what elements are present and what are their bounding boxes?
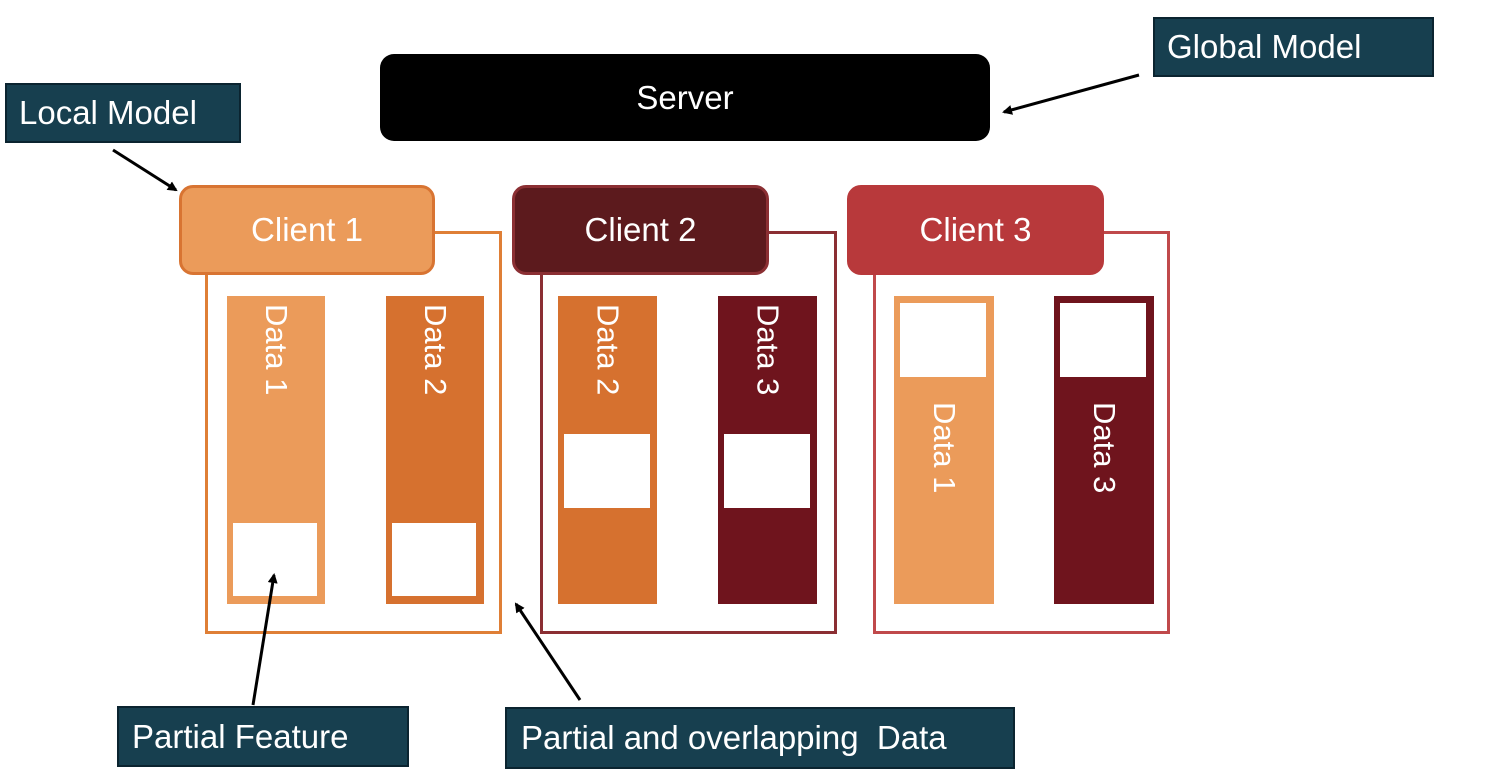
- server-box: Server: [380, 54, 990, 141]
- client-2-missing-feature-1: [564, 434, 650, 508]
- client-1-missing-feature-2: [392, 523, 476, 596]
- client-2-data-column-2: Data 3: [718, 296, 817, 604]
- client-2-title: Client 2: [584, 211, 697, 248]
- partial-feature-text: Partial Feature: [132, 717, 349, 755]
- client-3-title: Client 3: [919, 211, 1032, 248]
- client-3-data-label-1: Data 1: [927, 402, 962, 494]
- client-3-data-column-1: Data 1: [894, 296, 994, 604]
- client-2-title-box: Client 2: [512, 185, 769, 275]
- client-3-data-column-2: Data 3: [1054, 296, 1154, 604]
- client-1-data-label-1: Data 1: [259, 304, 294, 396]
- client-1-data-label-2: Data 2: [418, 304, 453, 396]
- local-model-text: Local Model: [19, 94, 197, 131]
- client-3-data-label-2: Data 3: [1087, 402, 1122, 494]
- client-2-data-label-2: Data 3: [750, 304, 786, 396]
- local-model-label: Local Model: [5, 83, 241, 143]
- partial-overlapping-data-label: Partial and overlapping Data: [505, 707, 1015, 769]
- client-1-title-box: Client 1: [179, 185, 435, 275]
- global-model-arrow: [1002, 73, 1140, 115]
- client-1-data-column-2: Data 2: [386, 296, 484, 604]
- local-model-arrow: [112, 148, 178, 192]
- client-2-missing-feature-2: [724, 434, 810, 508]
- partial-feature-label: Partial Feature: [117, 706, 409, 767]
- client-2-data-label-1: Data 2: [590, 304, 626, 396]
- server-label: Server: [636, 78, 734, 116]
- client-1-data-column-1: Data 1: [227, 296, 325, 604]
- partial-overlapping-data-text: Partial and overlapping Data: [521, 719, 947, 756]
- client-3-missing-feature-2: [1060, 303, 1146, 377]
- global-model-label: Global Model: [1153, 17, 1434, 77]
- client-2-data-column-1: Data 2: [558, 296, 657, 604]
- client-1-title: Client 1: [251, 211, 363, 248]
- global-model-text: Global Model: [1167, 28, 1362, 65]
- client-3-title-box: Client 3: [847, 185, 1104, 275]
- client-1-missing-feature-1: [233, 523, 317, 596]
- client-3-missing-feature-1: [900, 303, 986, 377]
